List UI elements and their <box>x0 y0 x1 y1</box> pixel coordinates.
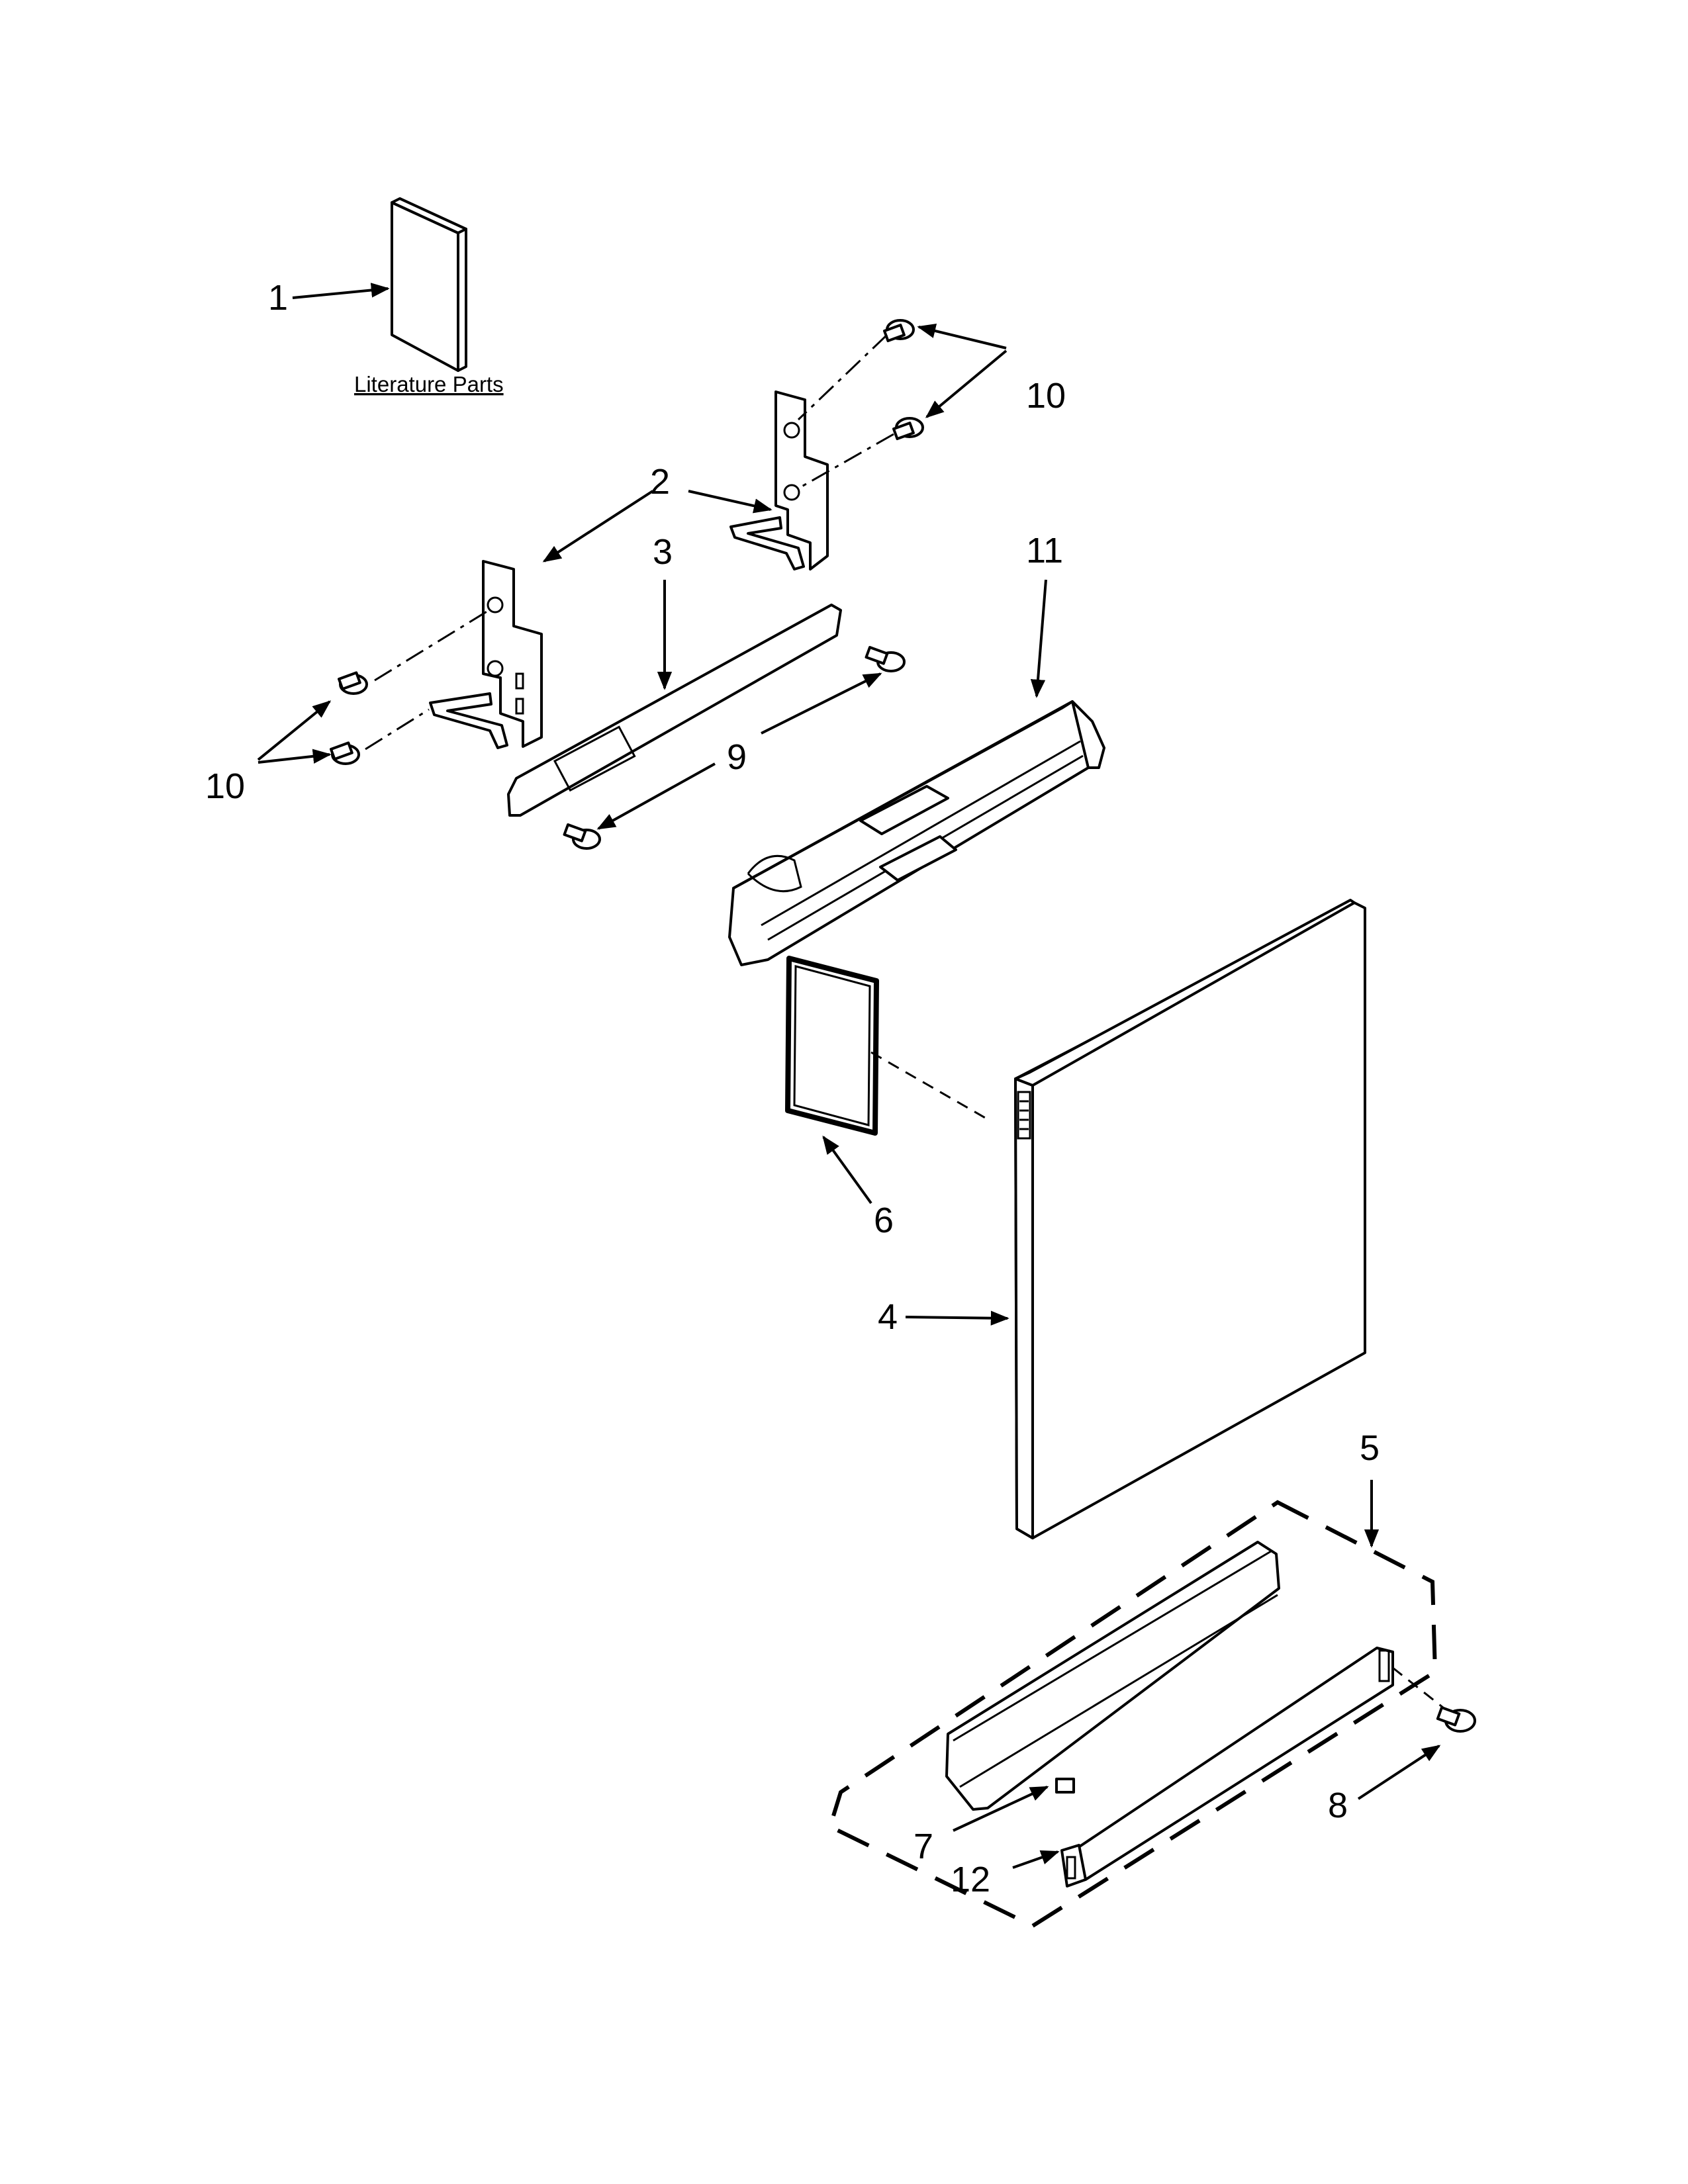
callout-11: 11 <box>1026 531 1063 570</box>
callout-10-lower: 10 <box>205 766 245 806</box>
screw-9-b <box>563 823 601 850</box>
kickplate-assembly <box>827 1500 1476 1929</box>
hinge-bracket-lower <box>429 560 543 749</box>
assembly-line-hinge-upper-a <box>797 334 888 421</box>
callout-5: 5 <box>1360 1428 1380 1468</box>
gasket-seal <box>785 956 879 1136</box>
assembly-line-hinge-upper-b <box>798 433 894 490</box>
callout-12: 12 <box>951 1860 990 1899</box>
assembly-line-gasket <box>870 1051 987 1120</box>
screw-9-a <box>865 646 906 672</box>
callout-3: 3 <box>653 532 673 572</box>
screw-10-b <box>892 417 924 441</box>
callout-6: 6 <box>874 1201 894 1240</box>
assembly-line-hinge-lower-a <box>374 608 492 682</box>
mounting-rail <box>507 604 842 817</box>
callout-9: 9 <box>727 737 747 777</box>
callout-10-upper: 10 <box>1026 376 1066 416</box>
literature-booklet <box>391 197 467 372</box>
assembly-line-kickplate-screw <box>1392 1666 1444 1709</box>
callout-1: 1 <box>268 278 288 318</box>
literature-parts-label: Literature Parts <box>354 372 504 396</box>
callout-2: 2 <box>650 462 670 502</box>
callout-8: 8 <box>1328 1786 1348 1825</box>
screw-10-d <box>330 741 360 765</box>
outer-door-panel <box>1014 899 1366 1539</box>
screw-10-a <box>883 319 915 343</box>
hinge-bracket-upper <box>729 390 829 570</box>
kickplate-screw <box>1436 1706 1476 1733</box>
callout-4: 4 <box>878 1297 898 1337</box>
control-console <box>728 700 1105 966</box>
assembly-line-hinge-lower-b <box>365 708 430 751</box>
screw-10-c <box>338 671 368 695</box>
callout-7: 7 <box>914 1827 933 1866</box>
